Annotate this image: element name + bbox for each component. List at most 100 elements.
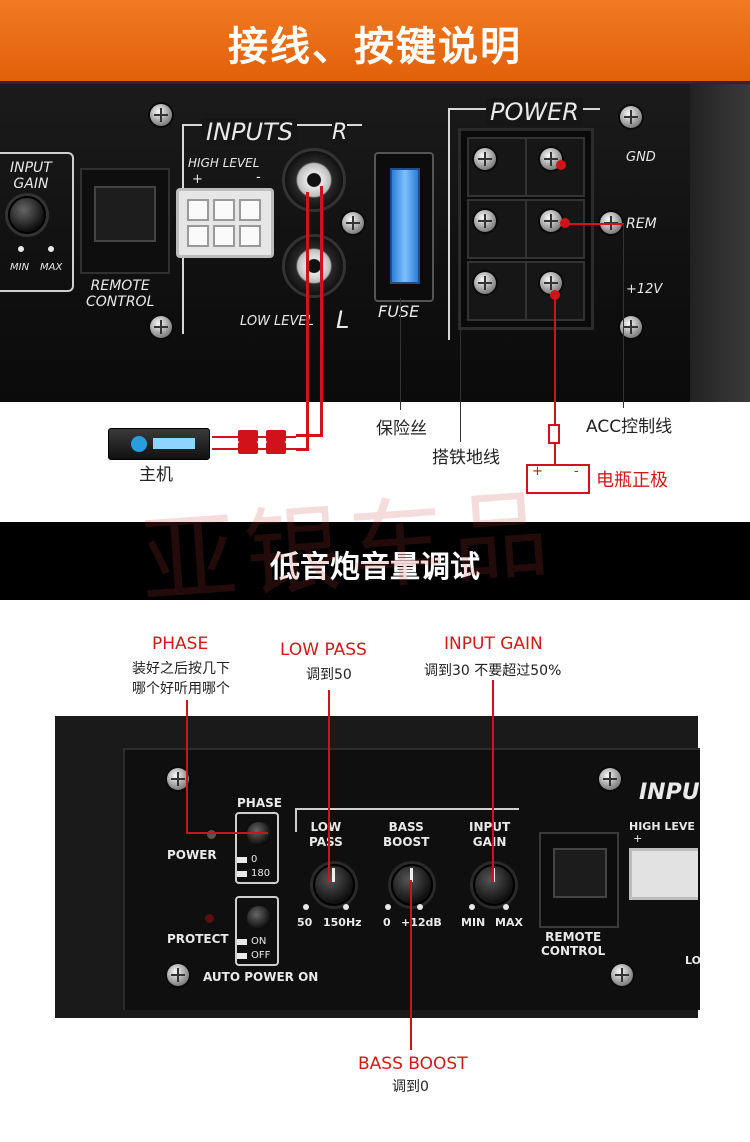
pin xyxy=(187,199,209,221)
terminal-screw-icon xyxy=(540,272,562,294)
rca-input-right[interactable] xyxy=(282,148,346,212)
gnd-dot xyxy=(556,160,566,170)
screw-icon xyxy=(150,104,172,126)
knob-frame-left xyxy=(295,808,297,832)
inline-fuse-icon xyxy=(548,424,560,444)
auto-power-frame xyxy=(235,896,279,966)
bassboost-tip-title: BASS BOOST xyxy=(358,1054,468,1074)
bassboost-pointer xyxy=(410,880,412,1050)
rca-wire-vertical-2 xyxy=(320,186,323,436)
bass-boost-knob[interactable] xyxy=(391,864,433,906)
remote-control-label: REMOTE CONTROL xyxy=(86,278,155,310)
input-gain-knob-2[interactable] xyxy=(473,864,515,906)
rca-input-left[interactable] xyxy=(282,234,346,298)
v12-wire xyxy=(554,298,556,424)
high-level-connector[interactable] xyxy=(176,188,274,258)
gnd-label: GND xyxy=(626,150,656,165)
ig-min-dot xyxy=(469,904,475,910)
acc-dot xyxy=(560,218,570,228)
v12-label: +12V xyxy=(626,282,663,297)
bb-min-label: 0 xyxy=(383,916,391,929)
on-icon xyxy=(237,939,247,945)
high-level-partial-label: HIGH LEVE xyxy=(629,820,695,833)
high-level-plus: + xyxy=(192,172,203,187)
terminal-cell xyxy=(467,199,527,259)
ig-max-label: MAX xyxy=(495,916,523,929)
phase-frame xyxy=(235,812,279,884)
battery-callout-label: 电瓶正极 xyxy=(596,470,668,491)
remote-control-port[interactable] xyxy=(80,168,170,274)
page-title: 接线、按键说明 xyxy=(228,24,522,70)
auto-power-on-label: ON xyxy=(251,936,267,947)
terminal-screw-icon xyxy=(474,210,496,232)
ig-min-label: MIN xyxy=(461,916,486,929)
rj-socket xyxy=(94,186,156,242)
rem-label: REM xyxy=(626,216,657,232)
knob-frame-top xyxy=(295,808,519,810)
terminal-cell xyxy=(467,261,527,321)
remote-control-port-2[interactable] xyxy=(539,832,619,928)
lowpass-tip-note: 调到50 xyxy=(306,667,352,683)
low-pass-label: LOW PASS xyxy=(309,820,343,849)
terminal-screw-icon xyxy=(474,272,496,294)
phase-0-label: 0 xyxy=(251,854,258,865)
header-banner: 接线、按键说明 xyxy=(0,0,750,84)
lp-min-label: 50 xyxy=(297,916,313,929)
inputs-partial-label: INPU xyxy=(639,780,700,805)
gain-max-label: MAX xyxy=(40,262,63,273)
battery-wire xyxy=(554,444,556,466)
input-gain-box xyxy=(0,152,74,292)
ig-max-dot xyxy=(503,904,509,910)
input-gain-knob[interactable] xyxy=(8,196,46,234)
lowpass-tip-title: LOW PASS xyxy=(280,640,367,660)
screw-icon xyxy=(167,964,189,986)
power-led xyxy=(207,830,216,839)
fuse-holder xyxy=(374,152,434,302)
section-banner: 低音炮音量调试 xyxy=(0,522,750,600)
fuse-icon xyxy=(390,168,420,284)
fuse-callout-label: 保险丝 xyxy=(376,419,427,439)
phase-pointer-v xyxy=(186,700,188,834)
acc-callout-label: ACC控制线 xyxy=(586,417,673,437)
high-level-label: HIGH LEVEL xyxy=(188,156,260,170)
bassboost-tip-note: 调到0 xyxy=(392,1079,429,1095)
screw-icon xyxy=(342,212,364,234)
screw-icon xyxy=(150,316,172,338)
phase-tip-note-1: 装好之后按几下 xyxy=(132,661,230,677)
lp-max-dot xyxy=(343,904,349,910)
amp-panel-top: INPUT GAIN MIN MAX REMOTE CONTROL INPUTS… xyxy=(0,84,750,402)
battery-plus: + xyxy=(532,464,543,479)
screw-icon xyxy=(620,106,642,128)
host-label: 主机 xyxy=(139,465,173,485)
high-level-connector-2[interactable] xyxy=(629,848,698,900)
panel-edge xyxy=(690,84,750,402)
rca-wire-h1 xyxy=(296,434,323,437)
v12-dot xyxy=(550,290,560,300)
low-level-label: LOW LEVEL xyxy=(240,314,314,329)
high-level-minus: - xyxy=(256,170,261,185)
section-title: 低音炮音量调试 xyxy=(270,550,480,585)
phase-button[interactable] xyxy=(247,822,271,846)
acc-pointer-line xyxy=(623,224,624,408)
auto-power-on-text: AUTO POWER ON xyxy=(203,970,319,984)
bb-min-dot xyxy=(385,904,391,910)
terminal-screw-icon xyxy=(474,148,496,170)
phase-tip-note-2: 哪个好听用哪个 xyxy=(132,681,230,697)
input-gain-label: INPUT GAIN xyxy=(10,160,52,192)
lp-max-label: 150Hz xyxy=(323,916,362,929)
head-unit-icon xyxy=(108,428,210,460)
battery-minus: - xyxy=(574,464,579,479)
battery-icon: + - xyxy=(526,464,590,494)
protect-label: PROTECT xyxy=(167,932,229,946)
power-led-label: POWER xyxy=(167,848,217,862)
low-pass-knob[interactable] xyxy=(313,864,355,906)
pin xyxy=(187,225,209,247)
ground-callout-label: 搭铁地线 xyxy=(432,448,500,468)
phase-180-label: 180 xyxy=(251,868,271,879)
lowpass-pointer xyxy=(328,690,330,882)
auto-power-button[interactable] xyxy=(247,906,271,930)
pin xyxy=(239,225,261,247)
gain-max-dot xyxy=(48,246,54,252)
screw-icon xyxy=(611,964,633,986)
bass-boost-label: BASS BOOST xyxy=(383,820,430,849)
